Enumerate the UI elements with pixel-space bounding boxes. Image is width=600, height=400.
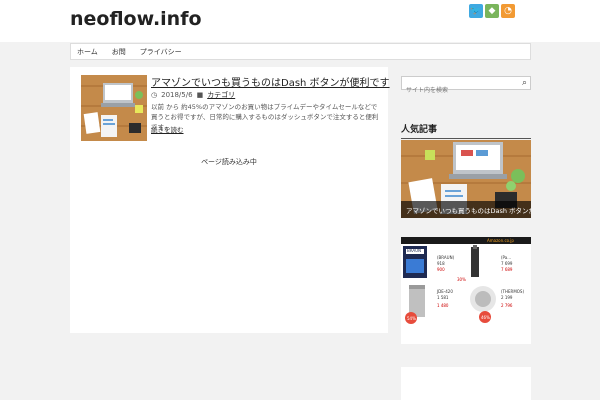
- site-header: neoflow.info 🐦 ◆ ◔: [0, 0, 600, 42]
- ad-brand-text: BRAUN: [407, 248, 421, 253]
- rss-icon[interactable]: ◔: [501, 4, 515, 18]
- ad-item-label: (BRAUN): [437, 255, 455, 260]
- ad-item-sale: 2 796: [501, 303, 513, 308]
- post-thumbnail[interactable]: [81, 75, 147, 141]
- post-meta: ◷ 2018/5/6 ■ カテゴリ: [151, 90, 235, 100]
- site-title[interactable]: neoflow.info: [70, 8, 202, 30]
- ad-item-label: (THERMOS): [501, 289, 524, 294]
- ad-item-price: 918: [437, 261, 445, 266]
- featured-caption: アマゾンでいつも買うものはDash ボタンが便利です: [401, 201, 531, 218]
- main-nav: ホーム お問 プライバシー: [70, 43, 531, 60]
- post-category[interactable]: カテゴリ: [207, 91, 236, 99]
- featured-post[interactable]: アマゾンでいつも買うものはDash ボタンが便利です: [401, 140, 531, 218]
- ad-header-text: Amazon.co.jp: [487, 238, 514, 243]
- clock-icon: ◷: [151, 91, 158, 99]
- ad-item-price: 1 581: [437, 295, 449, 300]
- ad-item-label: (Pa...: [501, 255, 511, 260]
- nav-item-home[interactable]: ホーム: [77, 47, 98, 56]
- twitter-icon[interactable]: 🐦: [469, 4, 483, 18]
- feedly-icon[interactable]: ◆: [485, 4, 499, 18]
- popular-posts-heading: 人気記事: [401, 122, 531, 139]
- search-icon[interactable]: ⌕: [521, 78, 527, 88]
- main-content: アマゾンでいつも買うものはDash ボタンが便利です ◷ 2018/5/6 ■ …: [70, 67, 390, 333]
- loading-notice: ページ読み込み中: [201, 158, 257, 166]
- nav-item-privacy[interactable]: プライバシー: [139, 47, 182, 56]
- ad-item-sale: 7 689: [501, 267, 513, 272]
- social-links: 🐦 ◆ ◔: [469, 4, 515, 18]
- ad-discount-badge: 46%: [481, 315, 490, 320]
- folder-icon: ■: [196, 91, 204, 99]
- ad-item-price: 7 699: [501, 261, 513, 266]
- post-date: 2018/5/6: [161, 91, 193, 99]
- post-title-link[interactable]: アマゾンでいつも買うものはDash ボタンが便利です: [151, 78, 390, 89]
- post-excerpt: 以前 から 約45%のアマゾンのお買い物はプライムデーやタイムセールなどで買うと…: [151, 103, 379, 131]
- sidebar-search: ⌕: [401, 76, 531, 97]
- nav-item-contact[interactable]: お問: [111, 47, 126, 56]
- advertisement-bottom[interactable]: [401, 367, 531, 400]
- ad-discount-badge: 30%: [457, 277, 466, 282]
- ad-item-label: JDE-420: [436, 289, 453, 294]
- search-input[interactable]: [402, 84, 512, 97]
- ad-item-sale: 900: [437, 267, 445, 272]
- ad-item-price: 2 199: [501, 295, 513, 300]
- ad-item-sale: 1 480: [437, 303, 449, 308]
- read-more-link[interactable]: 続きを読む: [151, 126, 184, 134]
- ad-discount-badge: 54%: [407, 316, 416, 321]
